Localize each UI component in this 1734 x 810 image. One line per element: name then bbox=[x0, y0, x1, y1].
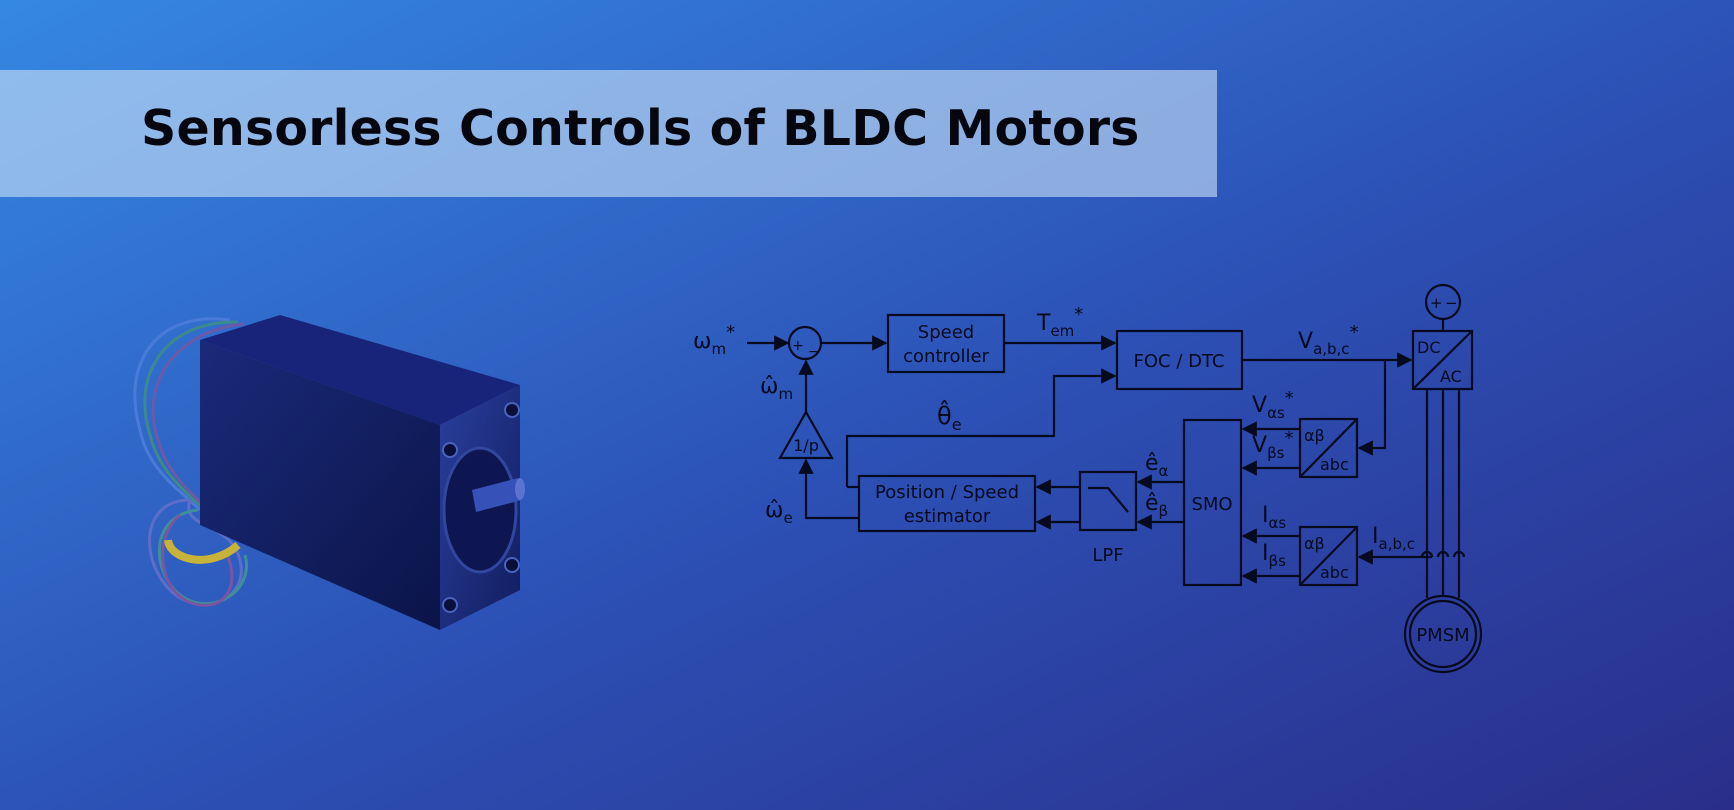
converter-bottom-block: αβ abc bbox=[1298, 525, 1359, 587]
svg-text:Speed: Speed bbox=[918, 322, 974, 343]
svg-text:PMSM: PMSM bbox=[1416, 625, 1469, 646]
label-ealpha-hat: êα bbox=[1145, 451, 1169, 480]
label-ebeta-hat: êβ bbox=[1145, 491, 1168, 520]
bldc-motor-illustration bbox=[133, 315, 525, 630]
svg-text:AC: AC bbox=[1440, 367, 1462, 386]
converter-top-block: αβ abc bbox=[1298, 417, 1359, 479]
inverter-block: DC AC bbox=[1411, 329, 1474, 391]
label-vbeta-ref: Vβs* bbox=[1252, 428, 1293, 462]
motor-body bbox=[200, 315, 520, 425]
label-valpha-ref: Vαs* bbox=[1252, 388, 1294, 422]
label-wm-hat: ω̂m bbox=[760, 374, 793, 403]
svg-text:LPF: LPF bbox=[1092, 545, 1123, 566]
foc-dtc-block: FOC / DTC bbox=[1115, 329, 1244, 391]
label-vabc-ref: Va,b,c* bbox=[1298, 322, 1359, 358]
svg-text:SMO: SMO bbox=[1191, 494, 1232, 515]
label-iabc: Ia,b,c bbox=[1372, 524, 1415, 553]
svg-text:controller: controller bbox=[903, 346, 989, 367]
svg-text:1/p: 1/p bbox=[793, 436, 819, 455]
svg-text:Position / Speed: Position / Speed bbox=[875, 482, 1019, 503]
svg-text:abc: abc bbox=[1320, 455, 1349, 474]
dc-source: + − bbox=[1424, 283, 1462, 331]
label-ibeta: Iβs bbox=[1262, 541, 1286, 570]
pmsm-motor-symbol: PMSM bbox=[1403, 594, 1483, 674]
speed-controller-block: Speed controller bbox=[886, 313, 1006, 374]
svg-text:−: − bbox=[1445, 294, 1458, 312]
position-speed-estimator-block: Position / Speed estimator bbox=[857, 474, 1037, 533]
svg-text:FOC / DTC: FOC / DTC bbox=[1134, 351, 1225, 372]
page-title: Sensorless Controls of BLDC Motors bbox=[141, 100, 1140, 157]
svg-text:+: + bbox=[1430, 294, 1443, 312]
svg-text:αβ: αβ bbox=[1304, 534, 1325, 553]
title-banner bbox=[0, 70, 1217, 197]
svg-text:abc: abc bbox=[1320, 563, 1349, 582]
summing-junction: + − bbox=[787, 325, 823, 361]
lpf-block: LPF bbox=[1078, 470, 1138, 566]
svg-text:−: − bbox=[808, 344, 820, 360]
label-ialpha: Iαs bbox=[1262, 503, 1286, 532]
label-we-hat: ω̂e bbox=[765, 498, 793, 527]
svg-text:estimator: estimator bbox=[904, 506, 991, 527]
gain-block: 1/p bbox=[778, 409, 834, 460]
svg-text:+: + bbox=[792, 338, 804, 354]
label-wm-ref: ωm* bbox=[693, 322, 735, 358]
svg-text:αβ: αβ bbox=[1304, 426, 1325, 445]
signal-connections bbox=[747, 335, 1466, 598]
label-tem-ref: Tem* bbox=[1036, 304, 1083, 340]
smo-block: SMO bbox=[1182, 418, 1243, 587]
svg-text:DC: DC bbox=[1417, 338, 1441, 357]
label-theta-hat: θ̂e bbox=[937, 400, 962, 434]
motor-shaft bbox=[472, 478, 522, 512]
